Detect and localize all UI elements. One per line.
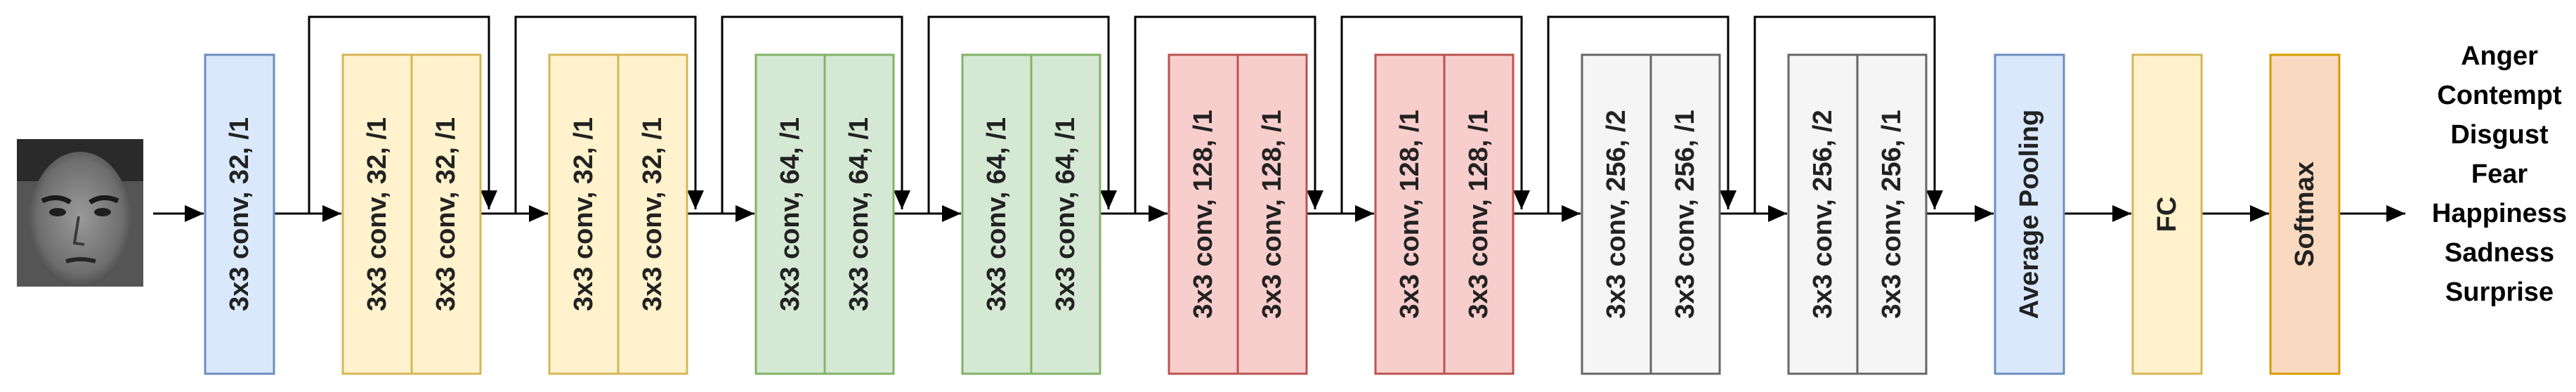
conv-layer-label: 3x3 conv, 256, /2	[1602, 110, 1631, 318]
left-eye	[49, 208, 66, 216]
average-pooling-layer	[1994, 53, 2065, 375]
conv-layer-label: 3x3 conv, 128, /1	[1395, 110, 1425, 318]
class-label: Happiness	[2432, 199, 2567, 228]
conv-layer-label: 3x3 conv, 32, /1	[362, 117, 392, 311]
output-classes: Anger Contempt Disgust Fear Happiness Sa…	[2432, 41, 2567, 307]
class-label: Anger	[2461, 41, 2538, 71]
conv-layer	[754, 53, 826, 375]
conv-layer	[1374, 53, 1446, 375]
conv-layer-label: 3x3 conv, 128, /1	[1257, 110, 1287, 318]
conv-layer	[1787, 53, 1859, 375]
face-photo-icon	[30, 152, 131, 287]
left-brow	[41, 195, 72, 205]
skip-connection	[927, 15, 1117, 214]
stem-conv-layer	[204, 53, 275, 375]
connections	[153, 15, 2405, 222]
right-eye	[94, 208, 111, 216]
layer-labels: 3x3 conv, 32, /1 3x3 conv, 32, /1 3x3 conv…	[225, 110, 2320, 319]
conv-layer-label: 3x3 conv, 256, /2	[1808, 110, 1838, 318]
conv-layer-label: 3x3 conv, 128, /1	[1189, 110, 1218, 318]
conv-layer	[1649, 53, 1721, 375]
conv-layer	[548, 53, 620, 375]
average-pooling-layer-label: Average Pooling	[2015, 110, 2044, 319]
skip-connection	[1340, 15, 1530, 214]
skip-connection	[1547, 15, 1737, 214]
layers	[204, 53, 2341, 375]
conv-layer	[1236, 53, 1308, 375]
conv-layer-label: 3x3 conv, 256, /1	[1671, 110, 1700, 318]
fc-layer	[2131, 53, 2203, 375]
conv-layer	[823, 53, 895, 375]
fc-layer-label: FC	[2152, 197, 2182, 233]
conv-layer-label: 3x3 conv, 64, /1	[844, 117, 874, 311]
class-label: Disgust	[2450, 120, 2549, 150]
mouth	[65, 257, 96, 263]
right-brow	[89, 195, 119, 205]
conv-layer	[617, 53, 688, 375]
conv-layer-label: 3x3 conv, 64, /1	[982, 117, 1012, 311]
conv-layer-label: 3x3 conv, 32, /1	[431, 117, 461, 311]
conv-layer-label: 3x3 conv, 32, /1	[569, 117, 599, 311]
conv-layer	[410, 53, 482, 375]
skip-connection	[1134, 15, 1323, 214]
class-label: Surprise	[2445, 277, 2554, 307]
skip-connection	[308, 15, 497, 214]
nose	[72, 216, 85, 246]
skip-connection	[514, 15, 704, 214]
class-label: Sadness	[2445, 238, 2554, 268]
conv-layer	[1443, 53, 1515, 375]
conv-layer-label: 3x3 conv, 32, /1	[638, 117, 667, 311]
stem-conv-label: 3x3 conv, 32, /1	[225, 117, 254, 311]
softmax-layer	[2269, 53, 2341, 375]
conv-layer-label: 3x3 conv, 256, /1	[1877, 110, 1907, 318]
input-face-image	[17, 139, 143, 287]
skip-connection	[721, 15, 910, 214]
conv-layer-label: 3x3 conv, 64, /1	[776, 117, 805, 311]
conv-layer-label: 3x3 conv, 64, /1	[1051, 117, 1080, 311]
conv-layer-label: 3x3 conv, 128, /1	[1464, 110, 1493, 318]
class-label: Fear	[2471, 159, 2528, 189]
conv-layer	[961, 53, 1033, 375]
class-label: Contempt	[2437, 81, 2562, 110]
softmax-layer-label: Softmax	[2290, 162, 2320, 267]
conv-layer	[1856, 53, 1928, 375]
skip-connection	[1753, 15, 1943, 214]
conv-layer	[1030, 53, 1101, 375]
conv-layer	[1581, 53, 1652, 375]
